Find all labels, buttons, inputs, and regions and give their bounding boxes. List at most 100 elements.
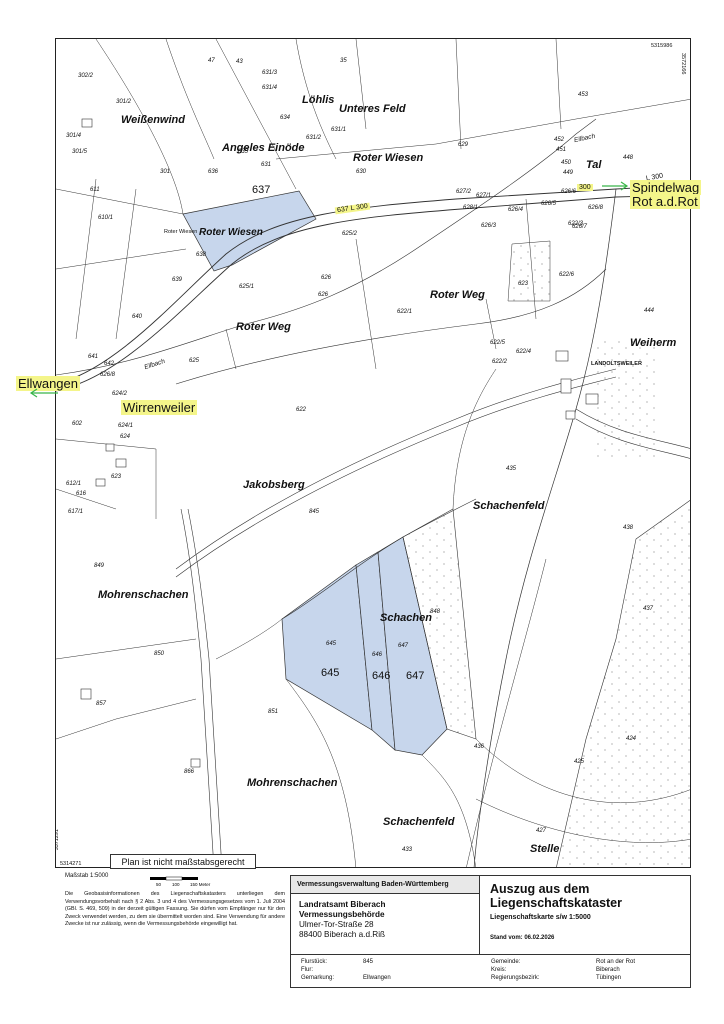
title-box: Auszug aus dem Liegenschaftskataster Lie… bbox=[480, 875, 691, 955]
regierungsbezirk-value: Tübingen bbox=[596, 975, 622, 981]
parcel-number: 631/3 bbox=[262, 70, 278, 76]
legal-notice: Die Geobasisinformationen des Liegenscha… bbox=[65, 891, 285, 927]
parcel-number: 626 bbox=[318, 292, 329, 298]
place-weissenwind: Weißenwind bbox=[121, 114, 185, 126]
parcel-number: 645 bbox=[326, 641, 337, 647]
map-linework bbox=[56, 39, 690, 867]
parcel-number: 301/5 bbox=[72, 149, 88, 155]
parcel-number: 622 bbox=[296, 407, 307, 413]
parcel-number: 625/2 bbox=[342, 231, 358, 237]
gemarkung-label: Gemarkung: bbox=[301, 975, 335, 981]
parcel-number: 638 bbox=[196, 252, 207, 258]
title-line-2: Liegenschaftskataster bbox=[490, 896, 623, 910]
parcel-number: 635 bbox=[238, 149, 249, 155]
parcel-number: 626/3 bbox=[481, 223, 497, 229]
regierungsbezirk-label: Regierungsbezirk: bbox=[491, 975, 540, 981]
coord-bottom-left: 5314271 bbox=[60, 861, 82, 867]
parcel-number: 626/7 bbox=[572, 224, 588, 230]
parcel-number: 622/1 bbox=[397, 309, 413, 315]
parcel-number: 43 bbox=[236, 59, 243, 65]
place-roter-weg-east: Roter Weg bbox=[430, 289, 485, 301]
parcel-number: 47 bbox=[208, 58, 215, 64]
parcel-number: 851 bbox=[268, 709, 279, 715]
coord-right-vertical: 3572166 bbox=[680, 53, 686, 75]
place-schachenfeld-south: Schachenfeld bbox=[383, 816, 455, 828]
parcel-number: 448 bbox=[623, 155, 634, 161]
office-line-1: Landratsamt Biberach bbox=[299, 900, 386, 909]
parcel-number: 634 bbox=[280, 115, 291, 121]
arrow-east-icon bbox=[602, 181, 629, 191]
scalebar-tick-100: 100 bbox=[172, 882, 180, 887]
parcel-number-637: 637 bbox=[252, 184, 271, 196]
parcel-number: 602 bbox=[72, 421, 83, 427]
map-footer: Maßstab 1:5000 Die Geobasisinformationen… bbox=[55, 871, 691, 988]
parcel-number-647: 647 bbox=[406, 670, 425, 682]
parcel-number: 624/2 bbox=[112, 391, 128, 397]
parcel-number: 424 bbox=[626, 736, 637, 742]
place-unteres-feld: Unteres Feld bbox=[339, 103, 406, 115]
parcel-number: 627/1 bbox=[476, 193, 492, 199]
legal-block: Maßstab 1:5000 Die Geobasisinformationen… bbox=[65, 871, 285, 929]
parcel-number: 631/2 bbox=[306, 135, 322, 141]
parcel-number: 640 bbox=[132, 314, 143, 320]
parcel-number: 302/2 bbox=[78, 73, 94, 79]
parcel-number-645: 645 bbox=[321, 667, 340, 679]
parcel-number: 849 bbox=[94, 563, 105, 569]
parcel-number: 626 bbox=[321, 275, 332, 281]
parcel-number: 427 bbox=[536, 828, 547, 834]
parcel-number: 845 bbox=[309, 509, 320, 515]
flurstueck-label: Flurstück: bbox=[301, 959, 328, 965]
arrow-west-icon bbox=[29, 388, 58, 398]
parcel-number: 626/8 bbox=[100, 372, 116, 378]
place-schachenfeld-north: Schachenfeld bbox=[473, 500, 545, 512]
parcel-number: 435 bbox=[506, 466, 517, 472]
parcel-637-highlight[interactable] bbox=[182, 190, 317, 272]
kreis-label: Kreis: bbox=[491, 967, 507, 973]
place-mohrenschachen-west: Mohrenschachen bbox=[98, 589, 189, 601]
parcel-number: 450 bbox=[561, 160, 572, 166]
place-loehlis: Löhlis bbox=[302, 94, 335, 106]
scale-label: Maßstab 1:5000 bbox=[65, 873, 109, 879]
place-mohrenschachen-south: Mohrenschachen bbox=[247, 777, 338, 789]
parcel-number: 623 bbox=[518, 281, 529, 287]
agency-address: Landratsamt Biberach Vermessungsbehörde … bbox=[291, 894, 479, 946]
place-roter-wiesen-south: Roter Wiesen bbox=[199, 227, 263, 238]
parcel-number: 433 bbox=[402, 847, 413, 853]
gemarkung-value: Ellwangen bbox=[363, 975, 391, 981]
coord-top-right: 5315986 bbox=[651, 43, 673, 49]
parcel-number: 623 bbox=[111, 474, 122, 480]
parcel-number: 866 bbox=[184, 769, 195, 775]
parcel-number: 452 bbox=[554, 137, 565, 143]
place-angeles-einoede: Angeles Einöde bbox=[222, 142, 305, 154]
parcel-number: 449 bbox=[563, 170, 574, 176]
gemeinde-value: Rot an der Rot bbox=[596, 959, 636, 965]
flur-label: Flur: bbox=[301, 967, 313, 973]
parcel-number: 622/4 bbox=[516, 349, 532, 355]
parcel-number: 630 bbox=[356, 169, 367, 175]
parcel-number: 35 bbox=[340, 58, 347, 64]
agency-header: Vermessungsverwaltung Baden-Württemberg bbox=[291, 876, 479, 894]
office-street: Ulmer-Tor-Straße 28 bbox=[299, 920, 374, 929]
parcel-number: 617/1 bbox=[68, 509, 84, 515]
parcel-number: 622/3 bbox=[568, 221, 584, 227]
parcel-number: 622/5 bbox=[490, 340, 506, 346]
place-landoltsweiler: LANDOLTSWEILER bbox=[591, 361, 642, 367]
place-roter-weg-west: Roter Weg bbox=[236, 321, 291, 333]
map-subtitle: Liegenschaftskarte s/w 1:5000 bbox=[490, 914, 591, 921]
parcel-number: 301 bbox=[160, 169, 171, 175]
parcel-number: 626/5 bbox=[541, 201, 557, 207]
parcel-number: 857 bbox=[96, 701, 107, 707]
road-label-300-east: 300 bbox=[577, 184, 593, 191]
parcel-number: 625/1 bbox=[239, 284, 255, 290]
parcel-number: 625 bbox=[189, 358, 200, 364]
parcel-number: 647 bbox=[398, 643, 409, 649]
parcel-number: 631 bbox=[261, 162, 272, 168]
destination-rot-ad-rot: Rot a.d.Rot bbox=[630, 194, 700, 209]
office-line-2: Vermessungsbehörde bbox=[299, 910, 385, 919]
parcel-number: 627/2 bbox=[456, 189, 472, 195]
flurstueck-value: 845 bbox=[363, 959, 374, 965]
parcel-number: 636 bbox=[208, 169, 219, 175]
parcel-number-646: 646 bbox=[372, 670, 391, 682]
place-tal: Tal bbox=[586, 159, 602, 171]
place-wirrenweiler: Wirrenweiler bbox=[121, 400, 198, 415]
